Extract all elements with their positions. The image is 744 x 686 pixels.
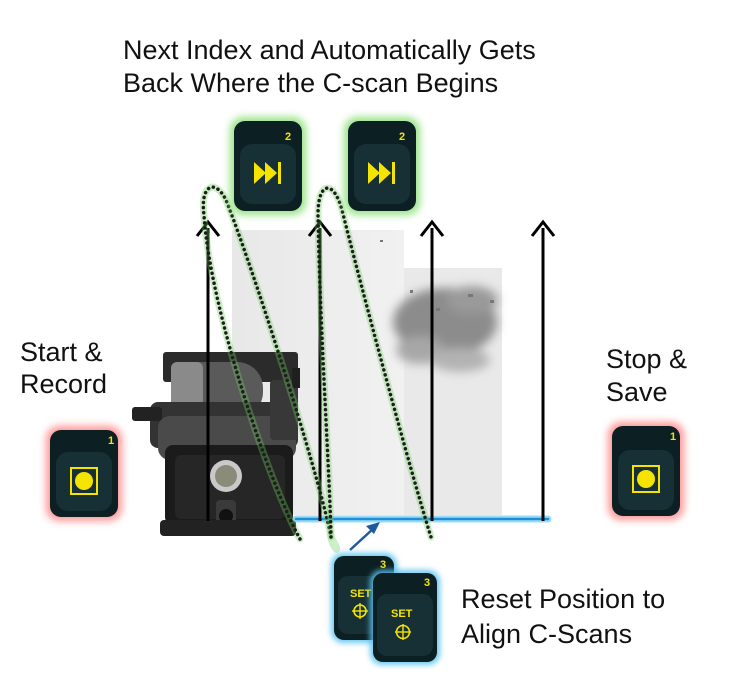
- scan-arrow-head: [195, 219, 221, 237]
- start-key-number: 1: [108, 435, 114, 447]
- scan-arrow-1: [195, 219, 221, 521]
- start-label-line-1: Start &: [20, 337, 103, 367]
- reset-pointer-arrow: [349, 522, 380, 551]
- reset-front-key-label: SET: [391, 608, 413, 620]
- start-record-key[interactable]: 1: [46, 426, 122, 521]
- record-square-icon: [70, 467, 98, 495]
- reset-label-line-1: Reset Position to: [461, 584, 666, 614]
- reset-front-key-number: 3: [424, 577, 430, 589]
- c-scan-defect-region: [393, 286, 498, 372]
- scan-path: [199, 183, 435, 553]
- reset-label-line-2: Align C-Scans: [461, 619, 633, 649]
- stop-label-line-2: Save: [606, 377, 668, 407]
- next-key-1-number: 2: [285, 131, 291, 143]
- next-index-key-1[interactable]: 2: [230, 117, 306, 215]
- scan-arrow-head: [419, 219, 445, 237]
- stop-label-line-1: Stop &: [606, 344, 688, 374]
- scan-arrow-4: [530, 219, 556, 521]
- fast-forward-icon: [254, 162, 281, 184]
- scan-arrow-head: [530, 219, 556, 237]
- title-line-2: Back Where the C-scan Begins: [123, 68, 499, 98]
- scan-arrow-head: [307, 219, 333, 237]
- crosshair-target-icon: [352, 603, 368, 619]
- title-line-1: Next Index and Automatically Gets: [123, 35, 536, 65]
- next-key-2-number: 2: [399, 131, 405, 143]
- start-label-line-2: Record: [20, 369, 108, 399]
- crosshair-target-icon: [395, 624, 411, 640]
- fast-forward-icon: [368, 162, 395, 184]
- stop-key-number: 1: [670, 431, 676, 443]
- next-index-key-2[interactable]: 2: [344, 117, 420, 215]
- scan-arrow-3: [419, 219, 445, 521]
- reset-back-key-number: 3: [380, 559, 386, 571]
- stop-save-key[interactable]: 1: [608, 422, 684, 520]
- record-square-icon: [632, 465, 660, 493]
- scanner-device: [132, 352, 300, 536]
- reset-back-key-label: SET: [350, 588, 372, 600]
- reset-key-front[interactable]: 3 SET: [370, 570, 440, 665]
